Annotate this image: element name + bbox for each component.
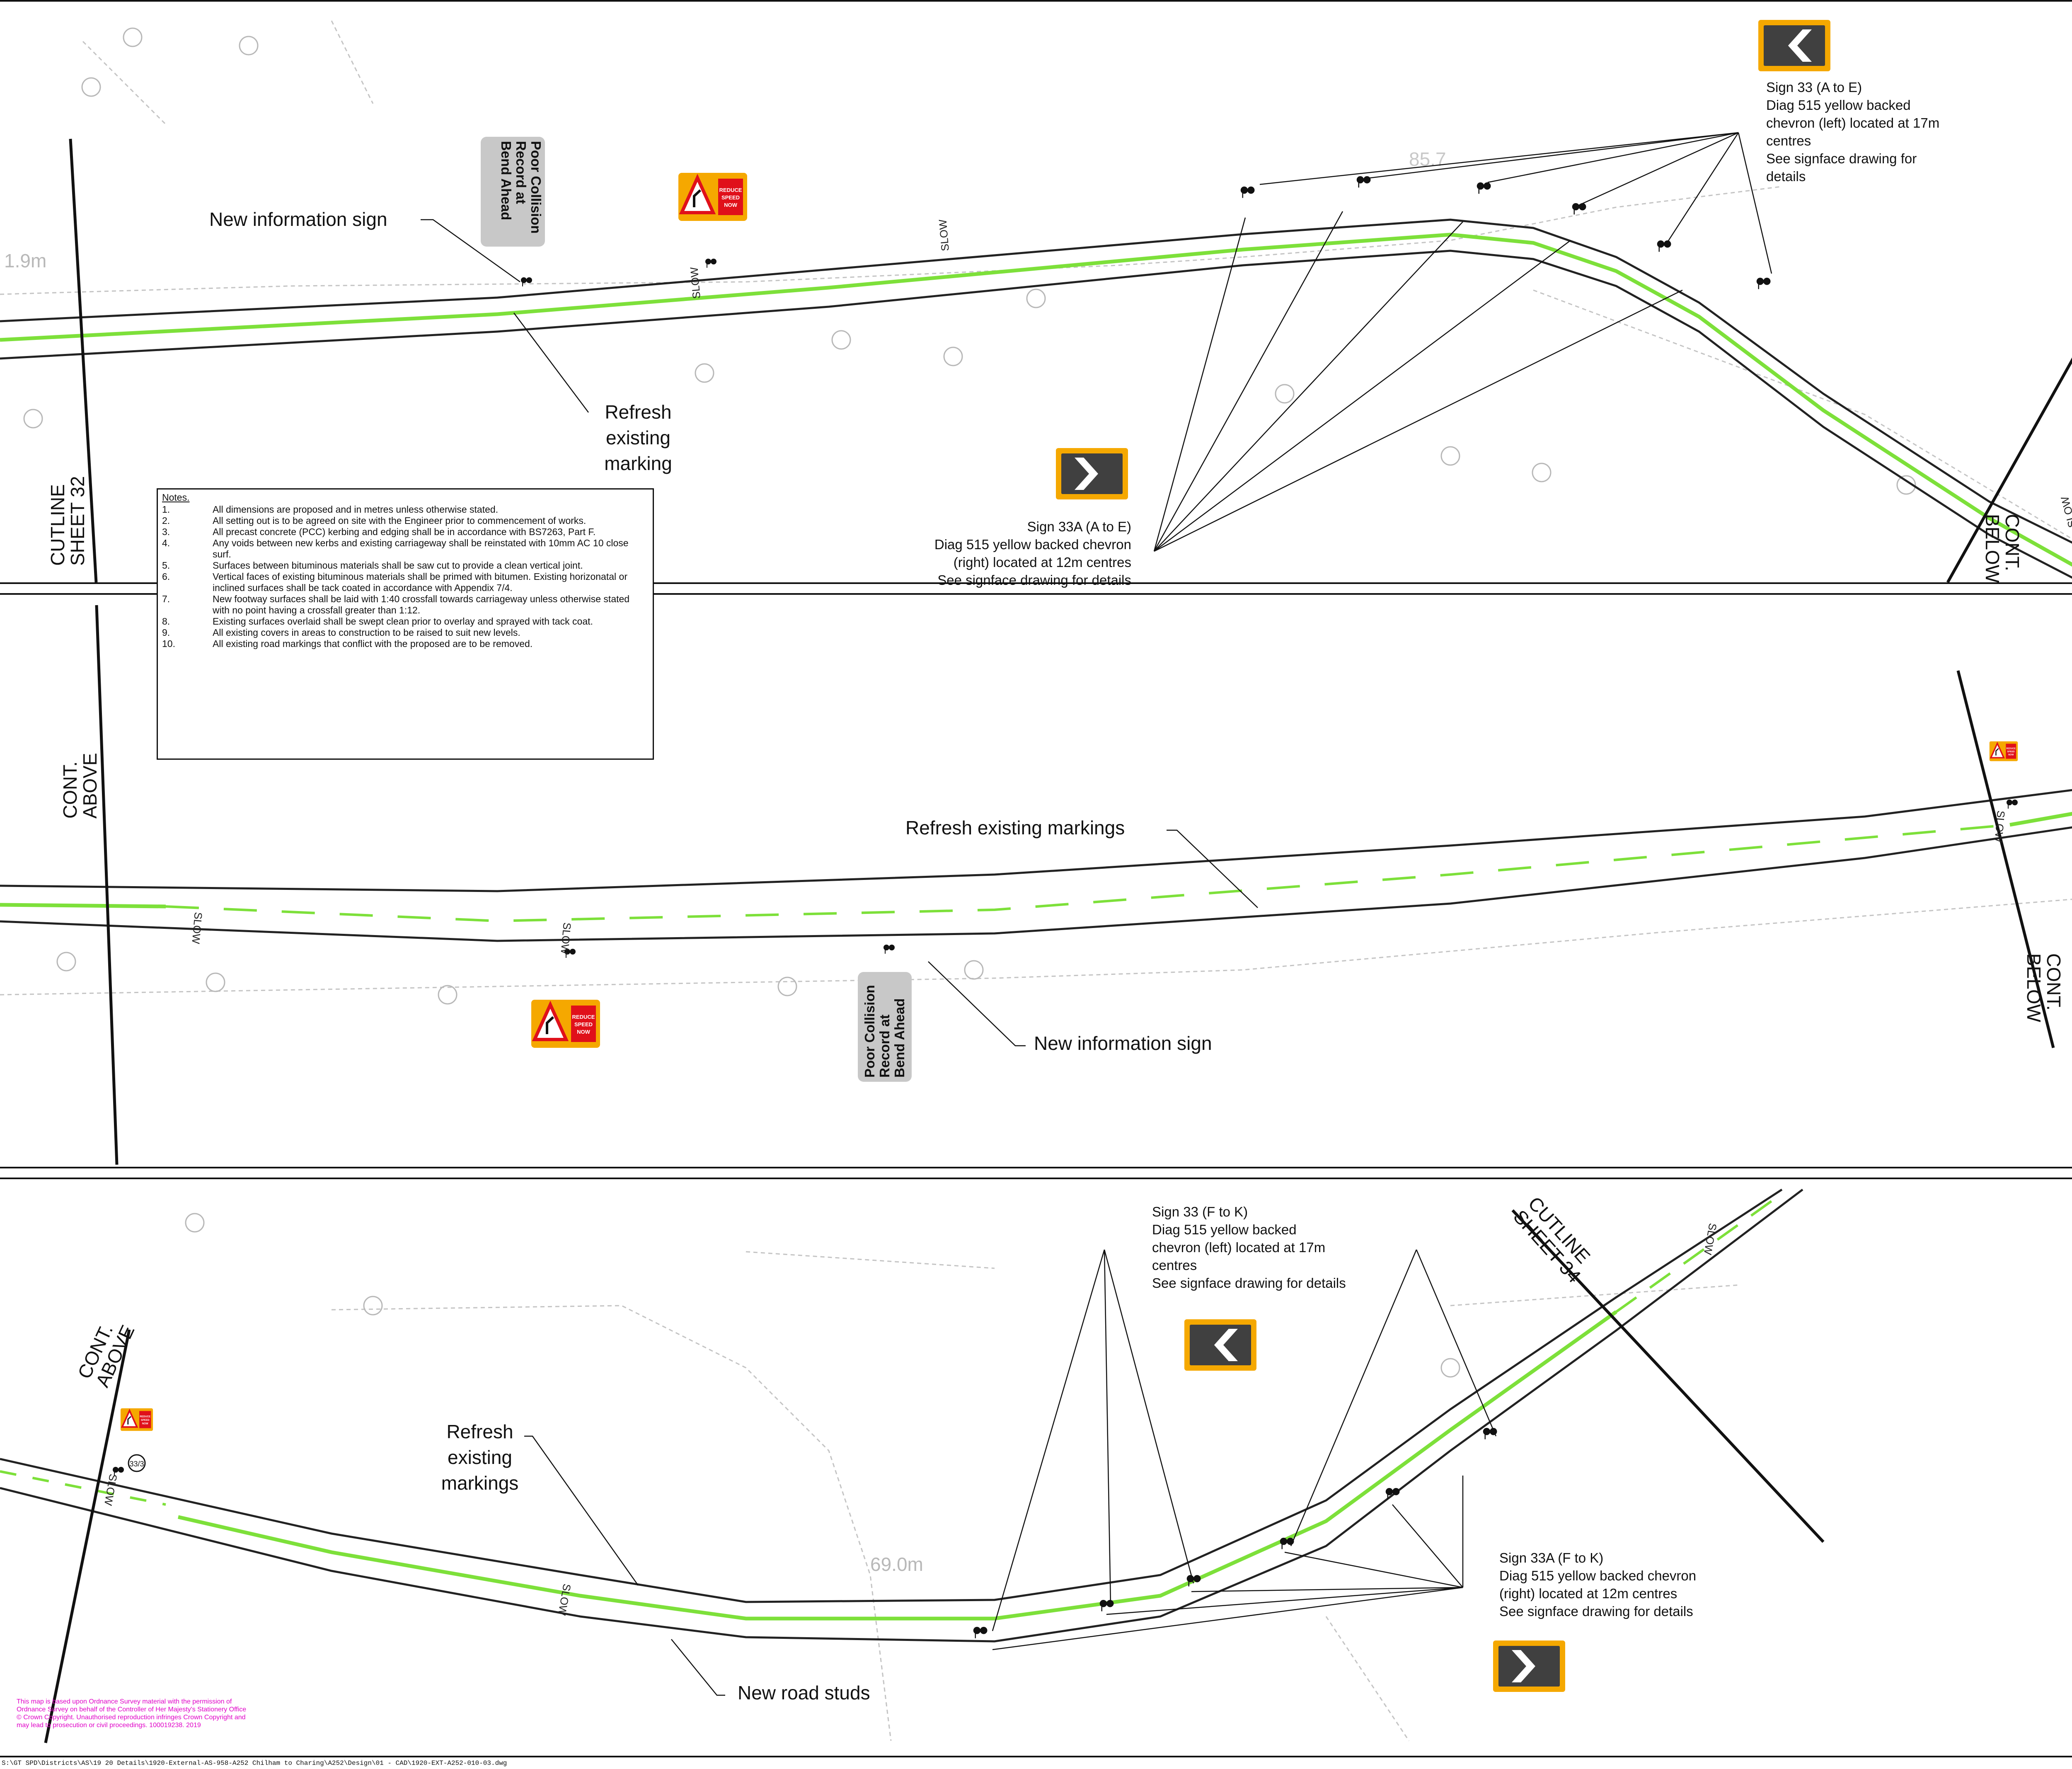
new-info-sign-label: New information sign <box>209 208 387 230</box>
level-label-3: 69.0m <box>870 1553 923 1575</box>
cont-above-label-3: CONT.ABOVE <box>73 1313 139 1391</box>
note-item: 9.All existing covers in areas to constr… <box>162 627 520 638</box>
chevron-right-sign-33a <box>1056 448 1128 499</box>
cont-below-label-2: CONT.BELOW <box>2023 953 2065 1023</box>
svg-text:Poor CollisionRecord atBend Ah: Poor CollisionRecord atBend Ahead <box>499 141 544 234</box>
svg-text:Poor CollisionRecord atBend Ah: Poor CollisionRecord atBend Ahead <box>862 985 907 1078</box>
ref-label: 33/3 <box>129 1460 144 1468</box>
chevron-left-sign-33 <box>1758 20 1830 71</box>
cutline-label-3: CUTLINESHEET 34 <box>1509 1192 1600 1287</box>
sign-33a-label: Sign 33A (A to E)Diag 515 yellow backed … <box>934 519 1131 588</box>
note-item: 5.Surfaces between bituminous materials … <box>162 560 583 571</box>
os-background-lines <box>0 20 2072 1741</box>
file-path: S:\GT SPD\Districts\AS\19 20 Details\192… <box>2 1759 507 1767</box>
sign-33a-fk-label: Sign 33A (F to K)Diag 515 yellow backed … <box>1499 1550 1696 1619</box>
svg-text:SLOW: SLOW <box>189 911 205 944</box>
svg-text:SLOW: SLOW <box>556 1583 574 1616</box>
note-item: 4.Any voids between new kerbs and existi… <box>162 538 629 560</box>
cont-below-label: CONT.BELOW <box>1982 514 2023 583</box>
panel-1-leaders <box>421 132 1772 552</box>
panel-1-cutlines <box>69 138 2072 583</box>
svg-text:SLOW: SLOW <box>1702 1222 1719 1256</box>
level-label: 1.9m <box>4 250 46 271</box>
svg-text:SLOW: SLOW <box>2058 495 2072 529</box>
reduce-speed-sign-1 <box>678 173 747 221</box>
note-item: 3.All precast concrete (PCC) kerbing and… <box>162 526 596 537</box>
panel-3-road <box>0 1188 1803 1643</box>
chevron-right-sign-33a-fk <box>1493 1641 1565 1692</box>
reduce-speed-sign-2 <box>531 1000 600 1048</box>
note-item: 7.New footway surfaces shall be laid wit… <box>162 594 630 616</box>
chevron-left-sign-33-fk <box>1184 1319 1256 1371</box>
tree-symbols <box>23 27 1916 1378</box>
svg-text:SLOW: SLOW <box>687 267 703 299</box>
panel-2-road <box>0 789 2072 942</box>
slow-road-markings: SLOW SLOW SLOW SLOW SLOW SLOW SLOW SLOW … <box>102 219 2072 1616</box>
panel-1-road <box>0 218 2072 579</box>
svg-text:SLOW: SLOW <box>936 219 951 252</box>
notes-box: Notes. 1.All dimensions are proposed and… <box>157 488 654 760</box>
svg-text:SLOW: SLOW <box>558 922 574 955</box>
panel-2-cutlines <box>95 605 2055 1165</box>
note-item: 8.Existing surfaces overlaid shall be sw… <box>162 616 593 627</box>
note-item: 6.Vertical faces of existing bituminous … <box>162 571 627 593</box>
reduce-speed-sign-3 <box>1989 740 2018 762</box>
notes-title: Notes. <box>162 492 190 503</box>
svg-text:SLOW: SLOW <box>1992 810 2007 843</box>
reduce-speed-sign-4 <box>120 1407 153 1432</box>
poor-collision-sign-2: Poor CollisionRecord atBend Ahead <box>858 972 912 1082</box>
panel-3-leaders <box>524 1249 1497 1696</box>
panel-3-cutlines <box>44 1209 1825 1743</box>
refresh-markings-label-2: Refresh existing markings <box>905 817 1125 838</box>
svg-text:SLOW: SLOW <box>102 1473 120 1507</box>
cutline-label: CUTLINESHEET 32 <box>47 476 88 566</box>
cont-above-label-2: CONT.ABOVE <box>59 753 101 819</box>
poor-collision-sign-1: Poor CollisionRecord atBend Ahead <box>481 137 545 247</box>
new-info-sign-label-2: New information sign <box>1034 1032 1212 1054</box>
panel-2-leaders <box>928 829 1258 1047</box>
sign-posts-panel-3 <box>112 1427 1498 1639</box>
note-item: 10.All existing road markings that confl… <box>162 638 533 649</box>
sign-posts-panel-2 <box>564 799 2018 958</box>
note-item: 2.All setting out is to be agreed on sit… <box>162 515 586 526</box>
new-road-studs-label: New road studs <box>738 1682 870 1704</box>
note-item: 1.All dimensions are proposed and in met… <box>162 504 499 515</box>
copyright-notice: This map is based upon Ordnance Survey m… <box>17 1698 247 1729</box>
